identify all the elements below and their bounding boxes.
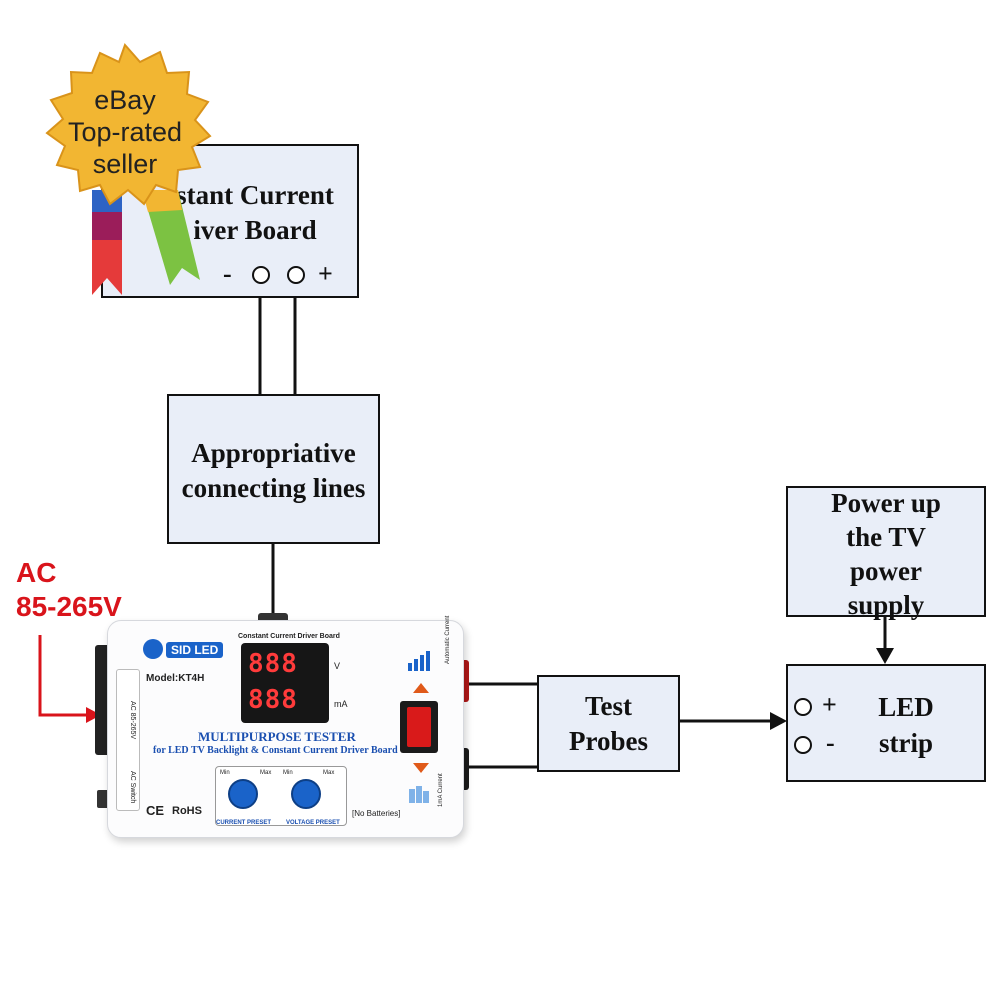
current-knob-min: Min	[220, 770, 230, 776]
rohs-mark: RoHS	[172, 805, 202, 817]
led-strip-line2: strip	[879, 728, 933, 758]
ribbon-rosette-icon	[45, 43, 212, 295]
ce-mark: CE	[146, 803, 165, 818]
test-probes-line2: Probes	[569, 726, 648, 756]
power-supply-line1: Power up	[831, 488, 941, 518]
driver-board-plus: +	[318, 259, 333, 288]
badge-line-2: Top-rated	[67, 117, 183, 147]
test-probes-line1: Test	[584, 691, 632, 721]
led-terminal-minus	[794, 736, 812, 754]
led-strip-line1: LED	[878, 692, 934, 722]
power-supply-box: Power up the TV power supply	[786, 486, 986, 620]
side-switch-label: AC Switch	[129, 771, 136, 804]
down-arrow-icon	[413, 763, 429, 773]
power-switch[interactable]	[400, 701, 438, 753]
driver-board-minus: -	[223, 259, 232, 288]
current-preset-knob[interactable]	[228, 779, 258, 809]
driver-board-terminal-plus	[287, 266, 305, 284]
connecting-lines-line1: Appropriative	[191, 438, 356, 468]
voltage-knob-max: Max	[323, 770, 335, 776]
current-knob-max: Max	[260, 770, 272, 776]
led-display	[241, 643, 329, 723]
brand-name: SID LED	[166, 642, 224, 658]
driver-board-line1: stant Current	[176, 180, 334, 210]
no-batteries-label: [No Batteries]	[352, 809, 401, 818]
power-switch-rocker	[407, 707, 431, 747]
led-terminal-plus	[794, 698, 812, 716]
tester-subtitle: for LED TV Backlight & Constant Current …	[153, 745, 398, 756]
voltage-knob-min: Min	[283, 770, 293, 776]
side-ac-label: AC 85-265V	[129, 701, 136, 740]
brand-logo-icon	[143, 639, 163, 659]
connecting-lines-box: Appropriative connecting lines	[167, 394, 380, 544]
voltage-readout: 888	[248, 649, 298, 679]
ma-current-label: 1mA Current	[438, 773, 444, 807]
tester-title: MULTIPURPOSE TESTER	[198, 729, 356, 744]
power-supply-line3: power	[850, 556, 922, 586]
badge-line-3: seller	[92, 149, 158, 179]
current-unit: mA	[334, 699, 348, 709]
power-supply-line2: the TV	[846, 522, 926, 552]
display-header: Constant Current Driver Board	[238, 633, 340, 640]
current-preset-label: CURRENT PRESET	[216, 820, 272, 826]
up-arrow-icon	[413, 683, 429, 693]
ac-label-line1: AC	[16, 557, 57, 588]
bottles-icon	[408, 781, 430, 803]
voltage-preset-knob[interactable]	[291, 779, 321, 809]
voltage-unit: V	[334, 661, 341, 671]
led-strip-box: + - LED strip	[786, 664, 986, 782]
signal-bars-icon	[408, 649, 430, 671]
test-probes-box: Test Probes	[537, 675, 680, 772]
ac-label-line2: 85-265V	[16, 591, 122, 622]
top-port	[258, 613, 288, 623]
automatic-current-label: Automatic Current	[445, 615, 451, 664]
connecting-lines-line2: connecting lines	[181, 473, 366, 503]
ebay-badge: eBay Top-rated seller	[30, 40, 230, 300]
current-readout: 888	[248, 685, 298, 715]
multipurpose-tester: AC 85-265V AC Switch SID LED Model:KT4H …	[107, 615, 464, 838]
badge-line-1: eBay	[94, 85, 156, 115]
side-panel	[116, 669, 140, 811]
voltage-preset-label: VOLTAGE PRESET	[286, 820, 340, 826]
driver-board-terminal-minus	[252, 266, 270, 284]
ac-switch-knob	[97, 790, 109, 808]
power-supply-line4: supply	[847, 590, 925, 620]
model-label: Model:KT4H	[146, 673, 205, 684]
led-minus: -	[826, 728, 835, 757]
driver-board-line2: iver Board	[193, 215, 317, 245]
led-plus: +	[822, 690, 837, 719]
